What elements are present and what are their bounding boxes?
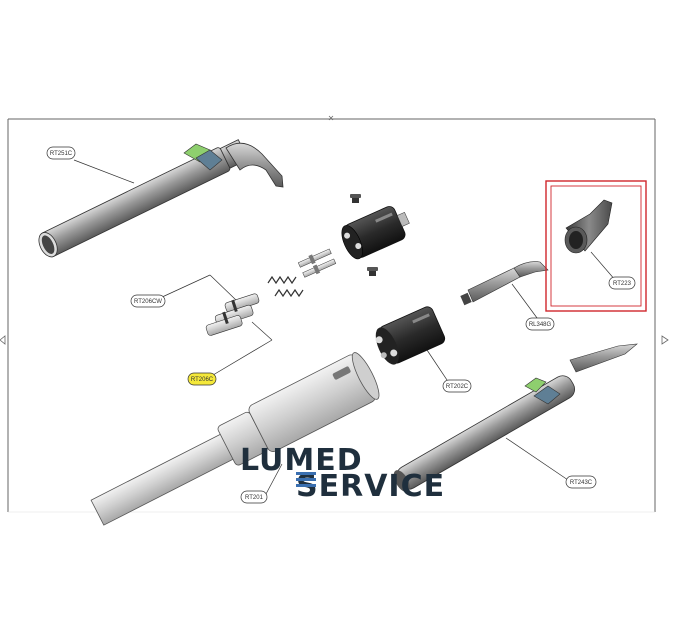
part-screw-top (350, 194, 361, 203)
callout-rt201: RT201 (240, 490, 268, 504)
callout-rl348g-text: RL348G (529, 322, 552, 328)
part-rt201-handle (90, 352, 380, 526)
part-rt251c-handpiece (38, 139, 284, 258)
part-rt202c-connector (375, 306, 446, 365)
callout-rt206c: RT206C (187, 372, 217, 386)
callout-rt202c: RT202C (442, 379, 472, 393)
callout-rt206c-text: RT206C (191, 377, 214, 383)
part-rt206c-pin-set (205, 293, 260, 336)
part-pins (297, 248, 337, 278)
part-screw-mid (367, 267, 378, 276)
part-rt243c-handpiece (393, 343, 638, 492)
logo-line2: SERVICE (296, 469, 445, 504)
callout-rt243c: RT243C (565, 475, 597, 489)
callout-rt223-text: RT223 (613, 281, 632, 287)
leader-lines (73, 159, 617, 495)
callout-rt243c-text: RT243C (570, 480, 593, 486)
part-connector-top (341, 206, 410, 260)
part-rt223-cone (545, 180, 647, 312)
callout-rt206cw-text: RT206CW (134, 299, 162, 305)
callout-rl348g: RL348G (525, 317, 555, 331)
part-rl348g-tip (460, 261, 549, 306)
callout-rt223: RT223 (608, 276, 636, 290)
logo-accent-bars (296, 472, 316, 487)
lumed-service-logo: LUMED SERVICE (240, 443, 445, 504)
callout-rt251c-text: RT251C (50, 151, 73, 157)
callout-rt206cw: RT206CW (130, 294, 166, 308)
part-springs (267, 275, 304, 298)
callout-rt202c-text: RT202C (446, 384, 469, 390)
callout-rt251c: RT251C (46, 146, 76, 160)
callout-rt201-text: RT201 (245, 495, 264, 501)
